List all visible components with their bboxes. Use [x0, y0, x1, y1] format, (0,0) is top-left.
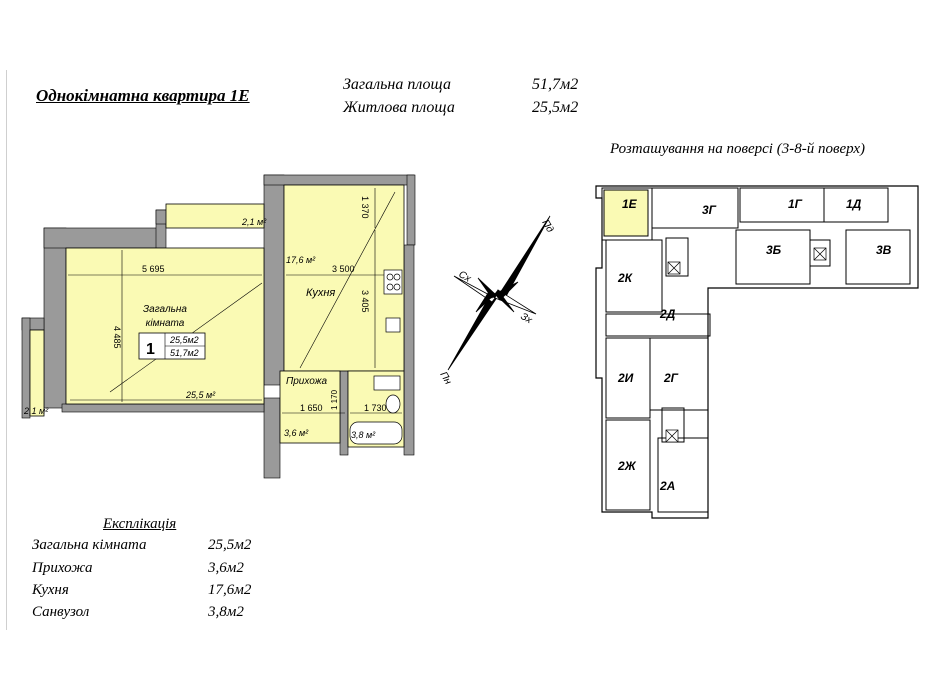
elevator-icons	[665, 247, 827, 443]
expl-value-hall: 3,6м2	[208, 560, 244, 576]
total-area-value: 51,7м2	[532, 76, 579, 93]
unit-3g: 3Г	[702, 203, 717, 217]
unit-1e: 1Е	[622, 197, 638, 211]
unit-2a: 2А	[659, 479, 675, 493]
explication-heading: Експлікація	[103, 516, 177, 532]
compass-south: Пд	[539, 218, 555, 235]
area-kitchen: 17,6 м²	[286, 255, 316, 265]
room-main-area: 25,5м2	[169, 335, 199, 345]
sink-icon	[385, 317, 401, 333]
expl-value-bath: 3,8м2	[208, 604, 244, 620]
apartment-title: Однокімнатна квартира 1Е	[36, 86, 250, 105]
dim-3405: 3 405	[360, 290, 370, 313]
bathtub-icon	[349, 421, 403, 445]
unit-2i: 2И	[617, 371, 634, 385]
expl-label-hall: Прихожа	[32, 560, 93, 576]
compass-star	[447, 215, 551, 371]
compass-north: Пн	[440, 370, 454, 387]
compass-west: Зх	[519, 311, 535, 327]
unit-2zh: 2Ж	[617, 459, 637, 473]
dim-1730: 1 730	[364, 403, 387, 413]
area-balcony-top: 2,1 м²	[241, 217, 267, 227]
stove-icon	[383, 269, 403, 295]
dim-3500: 3 500	[332, 264, 355, 274]
unit-labels: 1Е 3Г 1Г 1Д 3Б 3В 2К 2Д 2И 2Г 2Ж 2А	[617, 197, 892, 493]
hall-room	[279, 370, 341, 444]
unit-1e-highlight	[603, 189, 649, 237]
area-room: 25,5 м²	[185, 390, 216, 400]
balcony-top	[165, 203, 265, 229]
compass-rose: Пд Сх Зх Пн	[440, 215, 556, 387]
unit-walls	[601, 187, 911, 513]
compass-east: Сх	[457, 269, 474, 285]
area-hall: 3,6 м²	[284, 428, 309, 438]
room-name-line1: Загальна	[143, 304, 187, 315]
expl-value-kitchen: 17,6м2	[208, 582, 252, 598]
area-balcony-left: 2,1 м²	[23, 406, 49, 416]
floor-location-title: Розташування на поверсі (3-8-й поверх)	[610, 141, 865, 157]
dim-1370: 1 370	[360, 196, 370, 219]
balcony-left	[29, 329, 45, 417]
main-room	[65, 247, 265, 405]
unit-2g: 2Г	[663, 371, 679, 385]
dim-4485: 4 485	[112, 326, 122, 349]
hall-label: Прихожа	[286, 376, 327, 387]
floor-location-plan: 1Е 3Г 1Г 1Д 3Б 3В 2К 2Д 2И 2Г 2Ж 2А	[595, 185, 919, 519]
living-area-label: Житлова площа	[343, 99, 455, 116]
unit-1d: 1Д	[846, 197, 862, 211]
unit-3b: 3Б	[766, 243, 782, 257]
room-total-area: 51,7м2	[170, 348, 199, 358]
area-bath: 3,8 м²	[351, 430, 376, 440]
living-area-value: 25,5м2	[532, 99, 579, 116]
expl-label-bath: Санвузол	[32, 604, 90, 620]
room-name-line2: кімната	[146, 318, 185, 329]
unit-3v: 3В	[876, 243, 892, 257]
expl-label-room: Загальна кімната	[32, 537, 147, 553]
unit-2k: 2К	[617, 271, 634, 285]
total-area-label: Загальна площа	[343, 76, 452, 93]
fixtures	[349, 269, 403, 445]
expl-value-room: 25,5м2	[208, 537, 252, 553]
unit-1g: 1Г	[788, 197, 803, 211]
dim-5695: 5 695	[142, 264, 165, 274]
expl-label-kitchen: Кухня	[32, 582, 69, 598]
dim-1170: 1 170	[330, 389, 339, 410]
unit-2d: 2Д	[659, 307, 676, 321]
page-edge-rule	[6, 70, 7, 630]
room-number: 1	[146, 341, 155, 358]
dim-1650: 1 650	[300, 403, 323, 413]
toilet-icon	[385, 394, 401, 414]
kitchen-label: Кухня	[306, 287, 335, 299]
washbasin-icon	[373, 375, 401, 391]
